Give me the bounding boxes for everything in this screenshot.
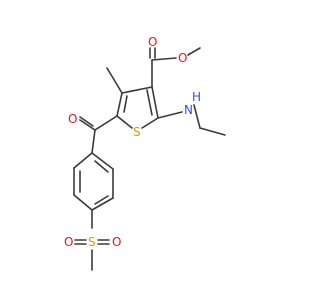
bond-ketone-double-b bbox=[79, 116, 94, 127]
bond-ethyl-c1-c2 bbox=[199, 127, 226, 136]
atom-o-ester: O bbox=[178, 51, 187, 65]
bond-o-methyl bbox=[187, 47, 201, 56]
bonds bbox=[73, 47, 226, 271]
atom-s-sulfonyl: S bbox=[88, 235, 96, 249]
bond-ar-inner-b bbox=[94, 195, 109, 205]
bond-ar-6-1 bbox=[91, 152, 114, 170]
bond-c3-c2-a bbox=[151, 86, 159, 119]
bond-c2-s bbox=[141, 117, 159, 129]
atom-n-amine: N bbox=[184, 103, 193, 117]
atom-s-ring: S bbox=[133, 125, 141, 139]
bond-c5-c4-b bbox=[123, 95, 128, 113]
bond-n-ethyl-c1 bbox=[193, 104, 201, 129]
atom-o-sulfonyl-right: O bbox=[112, 235, 121, 249]
atom-h-amine: H bbox=[192, 90, 201, 104]
bond-c5-ketone-carbon bbox=[94, 115, 118, 131]
bond-s-c5 bbox=[116, 115, 133, 129]
bond-c5-c4-a bbox=[116, 92, 123, 117]
atom-o-ketone: O bbox=[68, 112, 77, 126]
atom-o-sulfonyl-left: O bbox=[64, 235, 73, 249]
atom-o-carbonyl-ester: O bbox=[148, 35, 157, 49]
bond-c2-n bbox=[157, 111, 183, 119]
bond-c3-c2-b bbox=[146, 89, 153, 116]
bond-ester-single-o bbox=[151, 57, 177, 61]
bond-c4-methyl bbox=[106, 67, 123, 94]
bond-c3-c4 bbox=[121, 86, 153, 94]
bond-ar-4-5 bbox=[91, 197, 114, 211]
bond-ketone-aryl bbox=[91, 129, 96, 154]
bond-ar-inner-c bbox=[94, 160, 109, 173]
bond-ar-3-4 bbox=[73, 194, 93, 211]
molecule-structure-diagram: O O N H S O S O O bbox=[64, 35, 226, 271]
bond-ketone-double-a bbox=[79, 119, 96, 131]
bond-ar-1-2 bbox=[73, 152, 93, 169]
atom-labels: O O N H S O S O O bbox=[64, 35, 201, 249]
